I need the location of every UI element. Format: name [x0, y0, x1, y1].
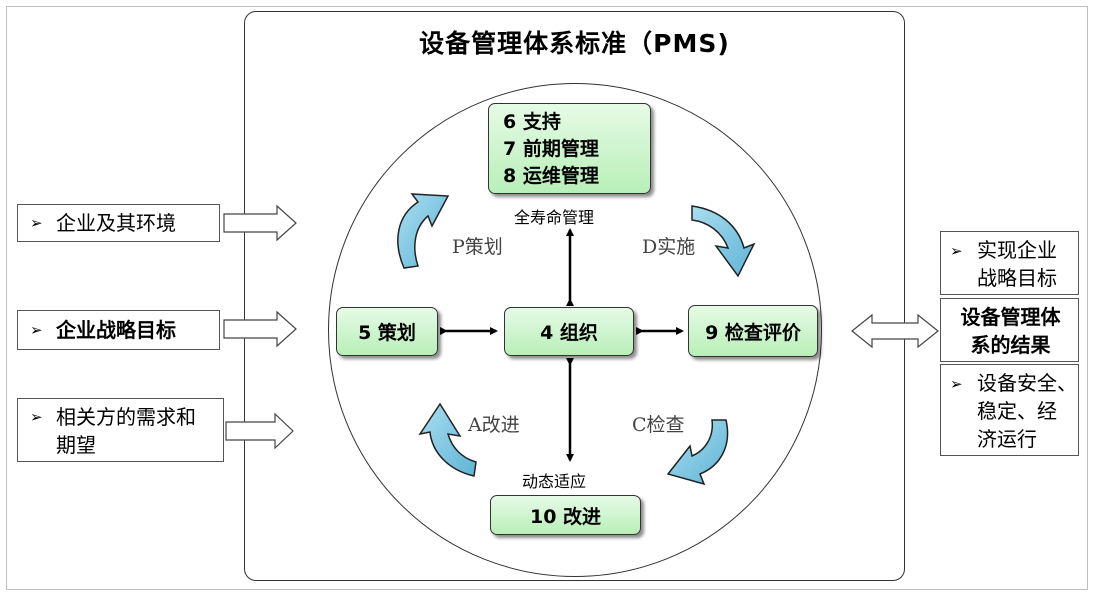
plan-curved-arrow: [397, 193, 450, 269]
box-line-early-management: 7 前期管理: [503, 138, 599, 160]
support-operations-box: 6 支持 7 前期管理 8 运维管理: [488, 103, 651, 194]
phase-do: D实施: [642, 236, 696, 258]
planning-box: 5 策划: [336, 307, 438, 356]
outer-frame: [6, 6, 1088, 590]
input-arrow-2: [223, 310, 297, 348]
improvement-box: 10 改进: [490, 495, 641, 535]
phase-check: C检查: [632, 414, 685, 436]
input-box-strategy: ➢ 企业战略目标: [17, 310, 220, 350]
input-text-strategy: 企业战略目标: [56, 318, 176, 342]
check-curved-arrow: [666, 419, 729, 486]
result-double-arrow: [851, 313, 939, 349]
result-text-line: 战略目标: [977, 266, 1057, 290]
result-box-strategy: ➢ 实现企业战略目标: [940, 231, 1079, 295]
box-line-support: 6 支持: [503, 111, 561, 133]
do-curved-arrow: [691, 205, 756, 278]
bullet-icon: ➢: [950, 242, 963, 260]
bullet-icon: ➢: [30, 408, 43, 426]
input-arrow-3: [225, 412, 294, 450]
input-text-line: 期望: [56, 433, 96, 457]
bullet-icon: ➢: [30, 321, 43, 339]
input-arrow-1: [223, 204, 297, 242]
input-text-stakeholders: 相关方的需求和期望: [56, 403, 196, 459]
evaluation-box: 9 检查评价: [688, 305, 818, 357]
diagram-title: 设备管理体系标准（PMS): [419, 29, 730, 58]
result-heading-text: 设备管理体系的结果: [941, 303, 1080, 359]
result-text-strategy: 实现企业战略目标: [977, 236, 1057, 292]
input-box-stakeholders: ➢ 相关方的需求和期望: [17, 398, 224, 462]
box-line-operations: 8 运维管理: [503, 165, 599, 187]
input-text-line: 相关方的需求和: [56, 405, 196, 429]
result-heading-line: 系的结果: [970, 333, 1051, 357]
input-text-environment: 企业及其环境: [56, 211, 176, 235]
result-box-heading: 设备管理体系的结果: [940, 298, 1079, 362]
input-box-environment: ➢ 企业及其环境: [17, 204, 220, 242]
act-curved-arrow: [418, 402, 477, 477]
phase-plan: P策划: [452, 236, 503, 258]
phase-act: A改进: [468, 414, 520, 436]
bullet-icon: ➢: [950, 375, 963, 393]
lifecycle-label: 全寿命管理: [514, 208, 595, 227]
result-heading-line: 设备管理体: [960, 305, 1061, 329]
bullet-icon: ➢: [30, 214, 43, 232]
organization-box: 4 组织: [504, 307, 634, 356]
result-box-operation: ➢ 设备安全、稳定、经济运行: [940, 364, 1079, 456]
result-text-line: 实现企业: [977, 238, 1057, 262]
result-text-line: 设备安全、: [977, 371, 1077, 395]
result-text-line: 济运行: [977, 427, 1037, 451]
result-text-operation: 设备安全、稳定、经济运行: [977, 369, 1077, 453]
dynamic-adaptation-label: 动态适应: [522, 472, 587, 491]
result-text-line: 稳定、经: [977, 399, 1057, 423]
